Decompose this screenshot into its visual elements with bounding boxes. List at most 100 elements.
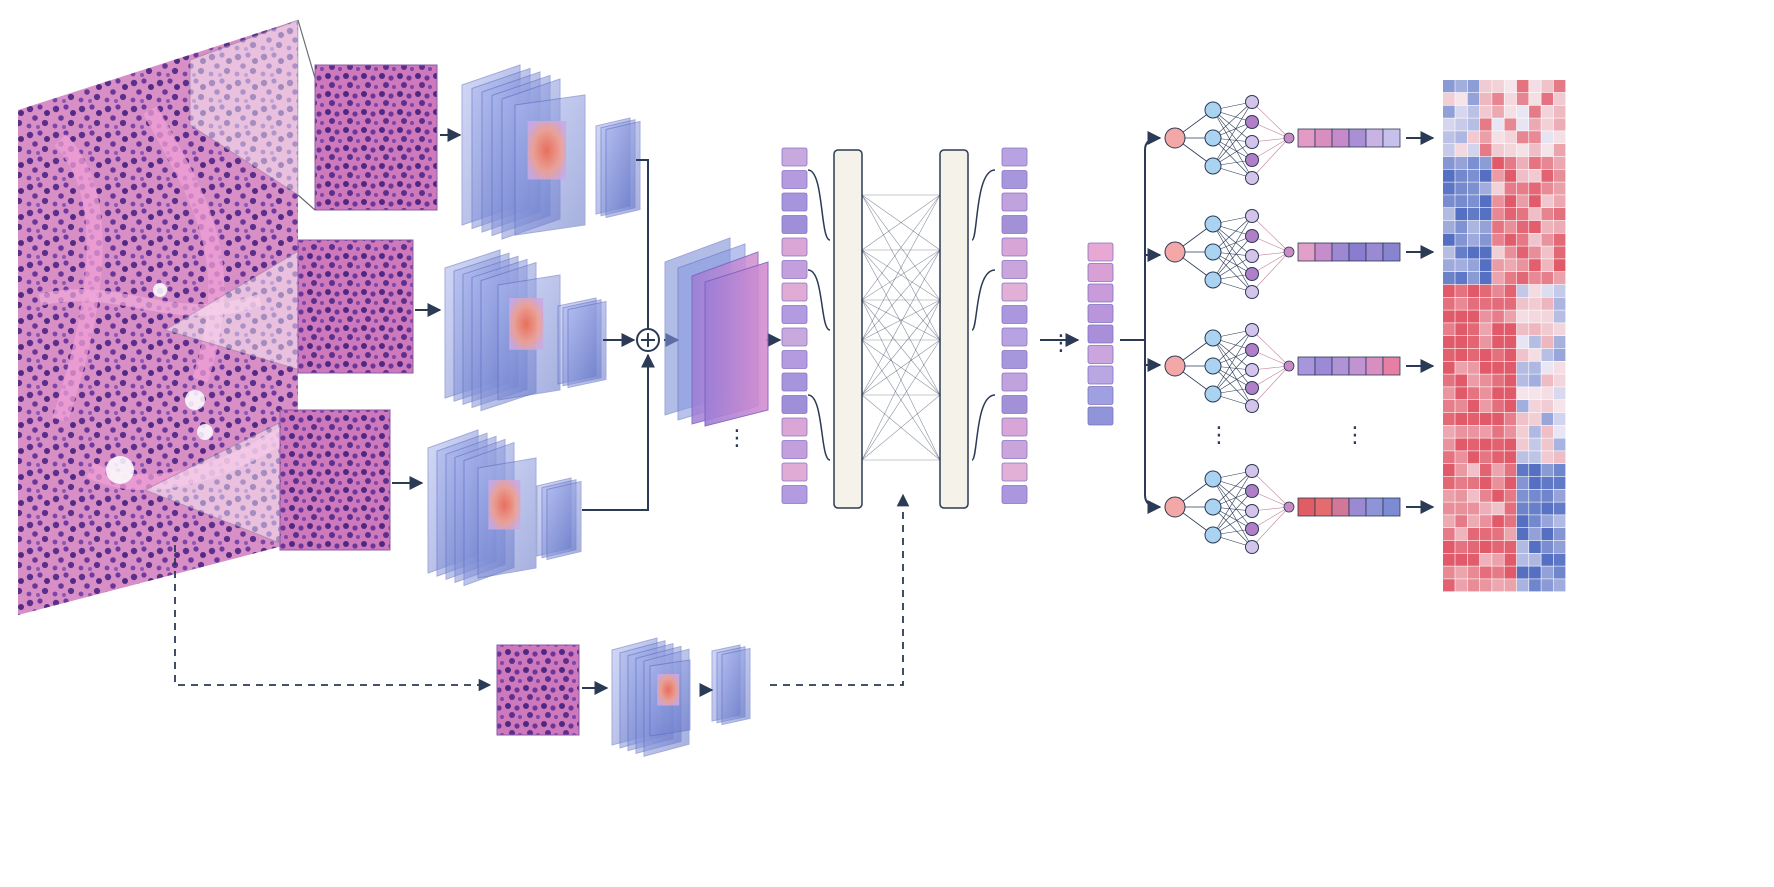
heatmap-cell (1553, 348, 1566, 361)
heatmap-cell (1516, 387, 1529, 400)
token-cell (1001, 305, 1028, 324)
heatmap-cell (1541, 284, 1554, 297)
heatmap-cell (1529, 387, 1541, 400)
heatmap-cell (1504, 208, 1517, 221)
mlp-edge (1212, 121, 1253, 167)
heatmap-cell (1541, 425, 1554, 438)
heatmap-cell (1443, 451, 1455, 464)
heatmap-cell (1504, 412, 1517, 425)
mlp-head (1164, 323, 1435, 413)
mlp-output-node (1245, 323, 1259, 337)
heatmap-cell (1529, 528, 1541, 541)
cnn-stack-3b (477, 457, 537, 579)
heatmap-cell (1541, 272, 1554, 285)
heatmap-cell (1553, 361, 1566, 374)
heatmap-cell (1443, 297, 1455, 310)
heatmap-cell (1443, 259, 1455, 272)
heatmap-cell (1479, 297, 1492, 310)
heatmap-cell (1504, 195, 1517, 208)
heatmap-cell (1504, 553, 1517, 566)
token-cell (1001, 440, 1028, 459)
heatmap-cell (1529, 118, 1541, 131)
heatmap-cell (1529, 169, 1541, 182)
token-cell (781, 147, 808, 167)
heatmap-cell (1529, 246, 1541, 259)
heatmap-cell (1492, 515, 1504, 528)
heatmap-cell (1504, 528, 1517, 541)
cnn-stack-1c (595, 117, 641, 219)
heatmap-cell (1516, 118, 1529, 131)
mlp-hidden-node (1204, 157, 1222, 175)
heatmap-cell (1553, 464, 1566, 477)
input-token-column (781, 147, 808, 504)
heatmap-cell (1467, 297, 1480, 310)
cnn-layer (721, 647, 751, 726)
heatmap-cell (1492, 220, 1504, 233)
cnn-stack-g-c (711, 644, 751, 726)
heatmap-cell (1455, 412, 1467, 425)
heatmap-cell (1492, 579, 1504, 592)
heatmap-cell (1467, 80, 1480, 93)
prediction-cell (1365, 242, 1384, 262)
cnn-stack-2c (557, 297, 607, 389)
heatmap-cell (1504, 246, 1517, 259)
mlp-edge (1251, 365, 1290, 389)
heatmap-cell (1467, 131, 1480, 144)
heatmap-cell (1553, 451, 1566, 464)
heatmap-cell (1443, 208, 1455, 221)
heatmap-cell (1541, 336, 1554, 349)
heatmap-cell (1467, 489, 1480, 502)
heatmap-cell (1443, 92, 1455, 105)
heatmap-cell (1504, 451, 1517, 464)
heatmap-cell (1541, 169, 1554, 182)
heatmap-cell (1479, 451, 1492, 464)
heatmap-cell (1553, 195, 1566, 208)
concat-plus-icon (636, 328, 660, 352)
heatmap-cell (1455, 297, 1467, 310)
heatmap-cell (1529, 400, 1541, 413)
heatmap-cell (1492, 336, 1504, 349)
heatmap-cell (1504, 272, 1517, 285)
token-cell (781, 237, 808, 257)
heatmap-cell (1479, 195, 1492, 208)
heatmap-cell (1541, 323, 1554, 336)
heatmap-cell (1443, 502, 1455, 515)
heatmap-cell (1455, 310, 1467, 323)
prediction-cell (1348, 497, 1367, 517)
heatmap-cell (1504, 374, 1517, 387)
heatmap-cell (1516, 464, 1529, 477)
heatmap-cell (1467, 451, 1480, 464)
heatmap-cell (1467, 528, 1480, 541)
heatmap-cell (1455, 451, 1467, 464)
prediction-cell (1314, 242, 1333, 262)
heatmap-cell (1443, 438, 1455, 451)
global-patch-tile (496, 644, 580, 736)
cnn-stack-3c (536, 477, 582, 561)
mlp-edge (1251, 506, 1290, 548)
mlp-output-node (1245, 171, 1259, 185)
heatmap-cell (1504, 118, 1517, 131)
heatmap-cell (1443, 233, 1455, 246)
heatmap-cell (1516, 348, 1529, 361)
heatmap-cell (1529, 80, 1541, 93)
heatmap-cell (1455, 208, 1467, 221)
mlp-output-node (1245, 540, 1259, 554)
heatmap-cell (1504, 502, 1517, 515)
heatmap-cell (1492, 540, 1504, 553)
heatmap-cell (1492, 361, 1504, 374)
attention-line (861, 249, 941, 301)
mlp-output-node (1245, 381, 1259, 395)
prediction-cell (1331, 242, 1350, 262)
prediction-cell (1382, 242, 1401, 262)
mlp-edge (1212, 215, 1253, 253)
token-cell (781, 440, 808, 459)
mlp-output-node (1245, 504, 1259, 518)
heatmap-cell (1443, 156, 1455, 169)
mlp-edge (1212, 137, 1253, 179)
patch-tile-1 (314, 64, 438, 211)
heatmap-cell (1492, 297, 1504, 310)
heatmap-cell (1529, 284, 1541, 297)
heatmap-cell (1479, 323, 1492, 336)
